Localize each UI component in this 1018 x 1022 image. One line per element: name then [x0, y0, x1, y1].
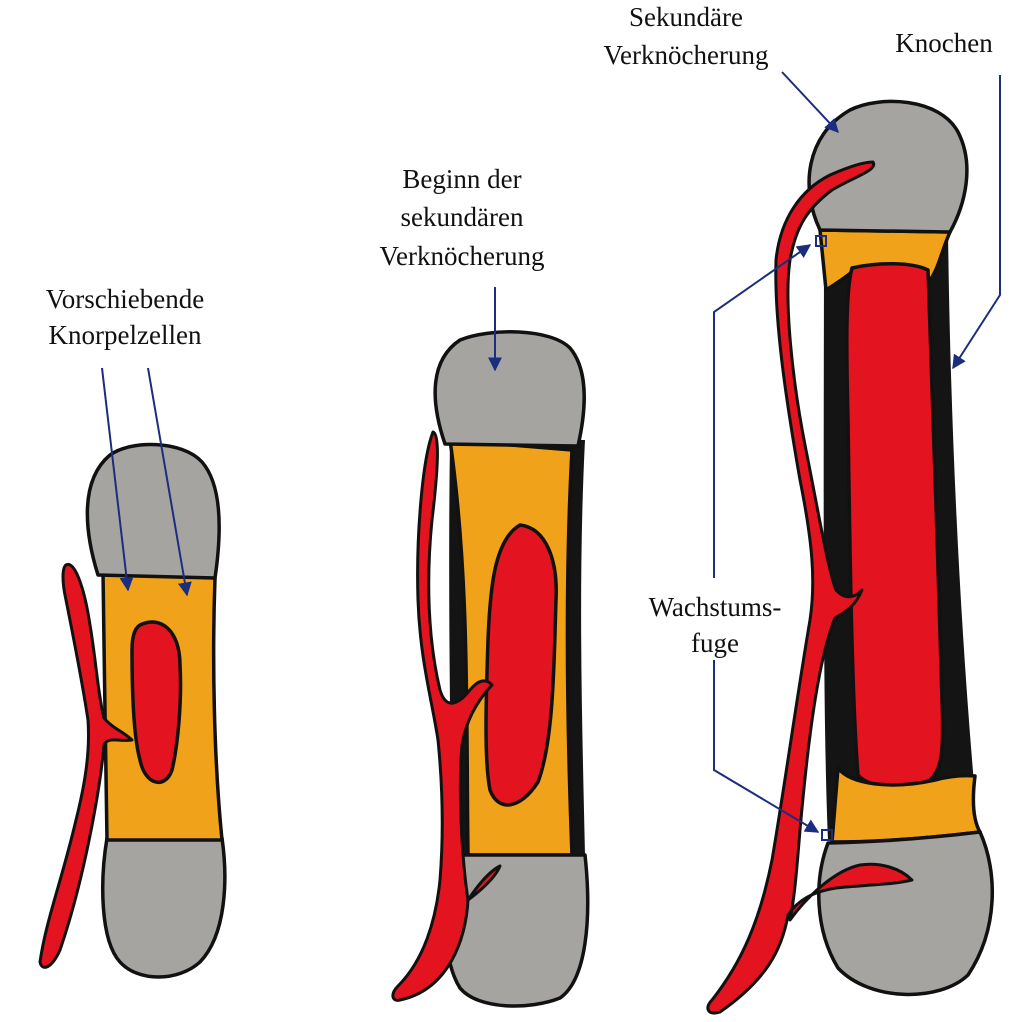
stage2-top-epiphysis	[435, 332, 584, 446]
label-knochen: Knochen	[895, 28, 993, 58]
arrow-sekundaer	[782, 72, 838, 132]
label-wachstums: Wachstums-	[649, 592, 782, 622]
stage3-marrow-cavity	[847, 264, 943, 787]
stage1-top-epiphysis	[87, 445, 219, 578]
stage-1-bone	[40, 445, 225, 977]
label-fuge: fuge	[691, 628, 739, 658]
label-knorpelzellen: Knorpelzellen	[49, 320, 202, 350]
stage3-bottom-epiphysis	[819, 832, 992, 994]
stage1-bottom-epiphysis	[103, 838, 225, 977]
label-verknoecherung-1: Verknöcherung	[380, 241, 545, 271]
label-beginn-der: Beginn der	[402, 164, 521, 194]
stage1-primary-ossification	[132, 622, 181, 782]
stage3-top-epiphysis	[809, 101, 967, 232]
stage-2-bone	[393, 332, 588, 1006]
label-verknoecherung-2: Verknöcherung	[604, 40, 769, 70]
arrow-knochen	[953, 75, 1000, 368]
label-sekundaeren: sekundären	[401, 202, 524, 232]
label-vorschiebende: Vorschiebende	[46, 284, 204, 314]
stage-3-bone	[708, 101, 992, 1013]
label-sekundaere: Sekundäre	[629, 2, 743, 32]
